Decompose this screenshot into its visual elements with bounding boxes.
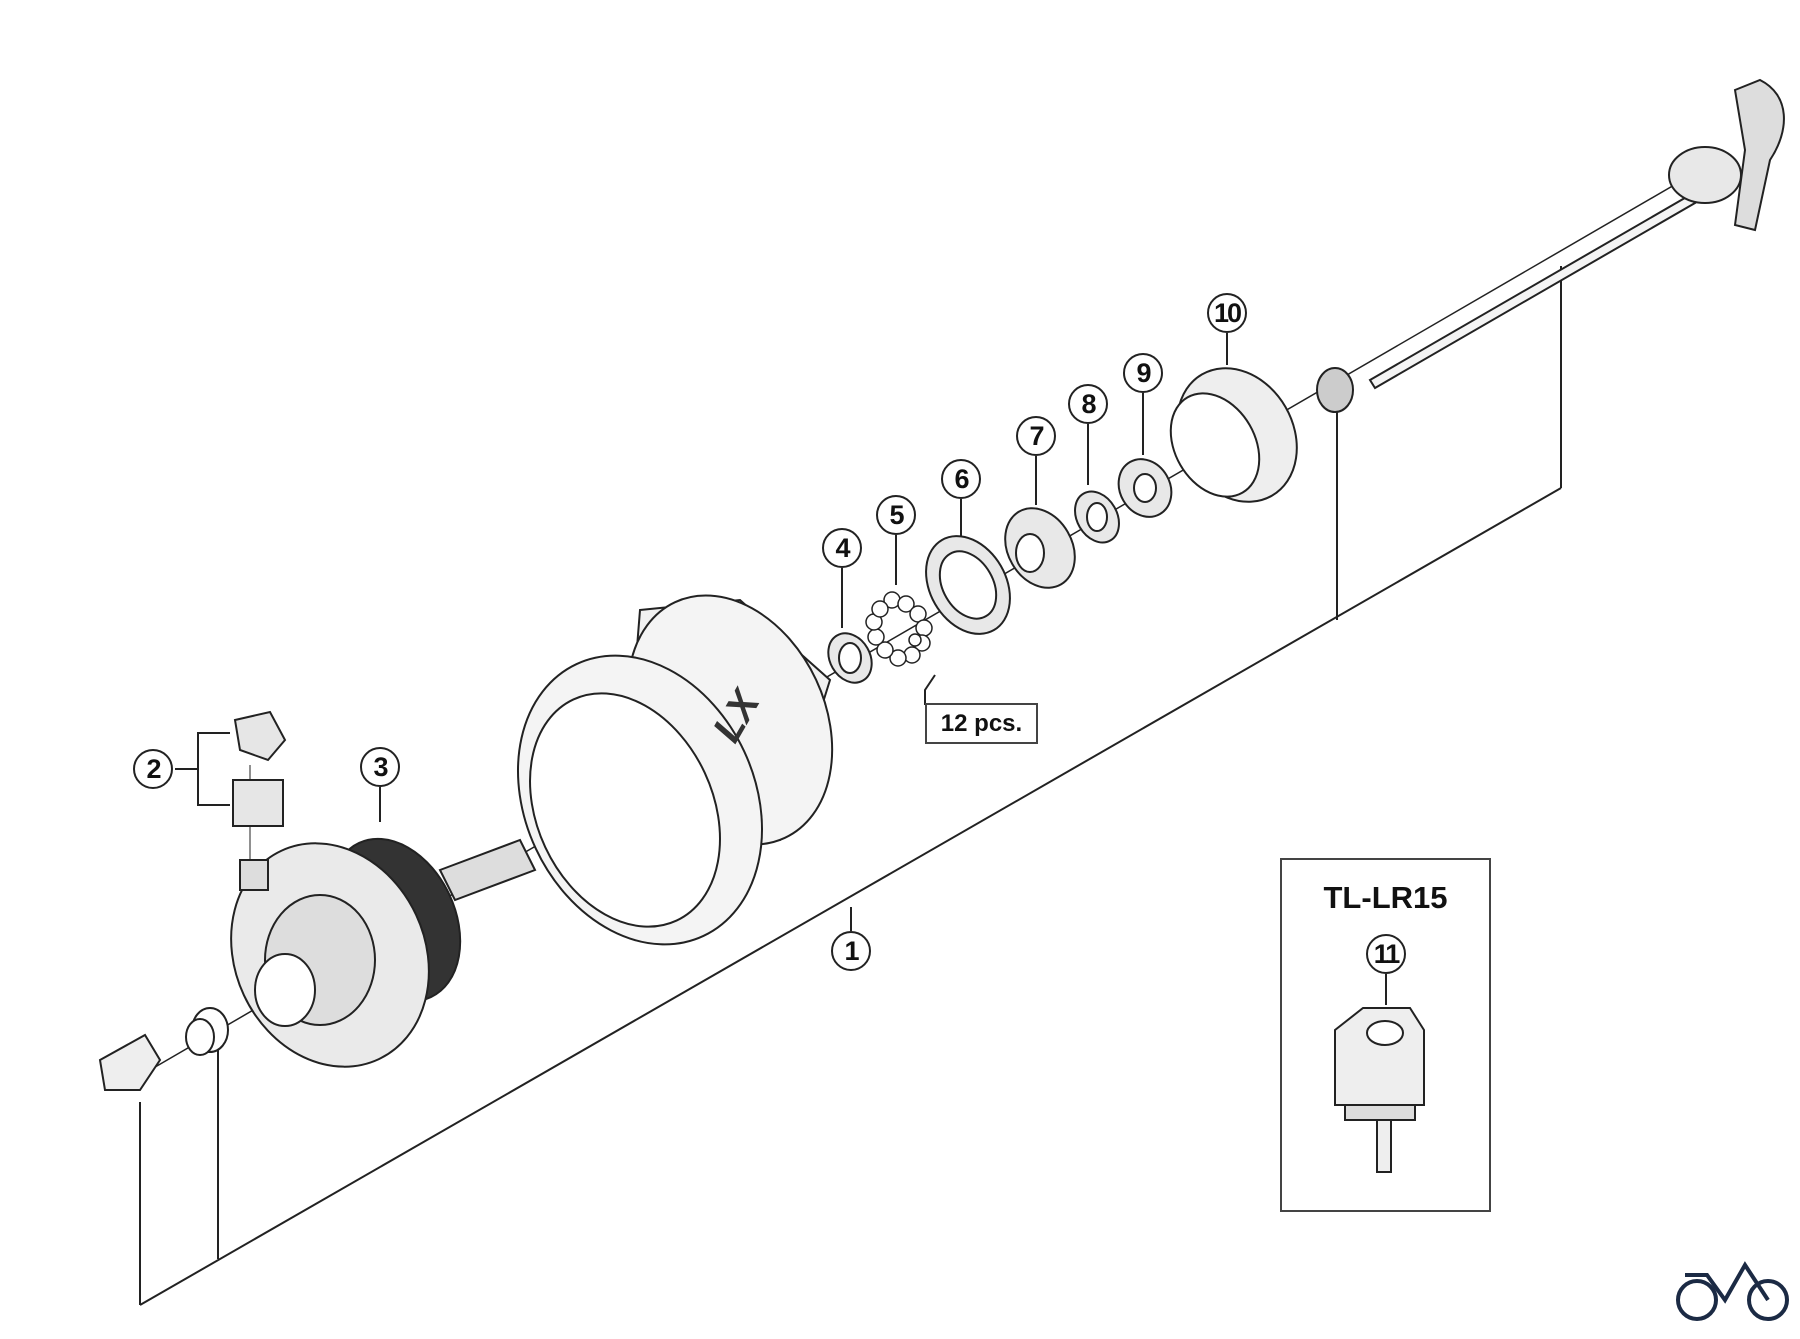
callout-6: 6 (941, 459, 981, 499)
callout-10: 10 (1207, 293, 1247, 333)
callout-1: 1 (831, 931, 871, 971)
callout-2: 2 (133, 749, 173, 789)
callout-4: 4 (822, 528, 862, 568)
part-5-ball-bearings (865, 591, 933, 667)
bicycle-logo-icon (1676, 1261, 1789, 1321)
callout-7: 7 (1016, 416, 1056, 456)
part-10-dust-cap (1169, 367, 1298, 503)
callout-11: 11 (1366, 934, 1406, 974)
part-1-hub-shell: LX (517, 594, 834, 946)
tool-box-title: TL-LR15 (1323, 880, 1448, 915)
part-2-cable-clips (232, 710, 287, 827)
quantity-note: 12 pcs. (925, 703, 1038, 744)
callout-3: 3 (360, 747, 400, 787)
callout-9: 9 (1123, 353, 1163, 393)
bracket-line-1 (139, 487, 1562, 1306)
callout-5: 5 (876, 495, 916, 535)
callout-8: 8 (1068, 384, 1108, 424)
quick-release-skewer (1316, 78, 1785, 413)
spring-and-cap (98, 1007, 229, 1091)
tool-box: TL-LR15 (1280, 858, 1491, 1212)
part-3-driver-assembly (230, 837, 537, 1068)
part-11-tool-tl-lr15 (1334, 1007, 1425, 1173)
